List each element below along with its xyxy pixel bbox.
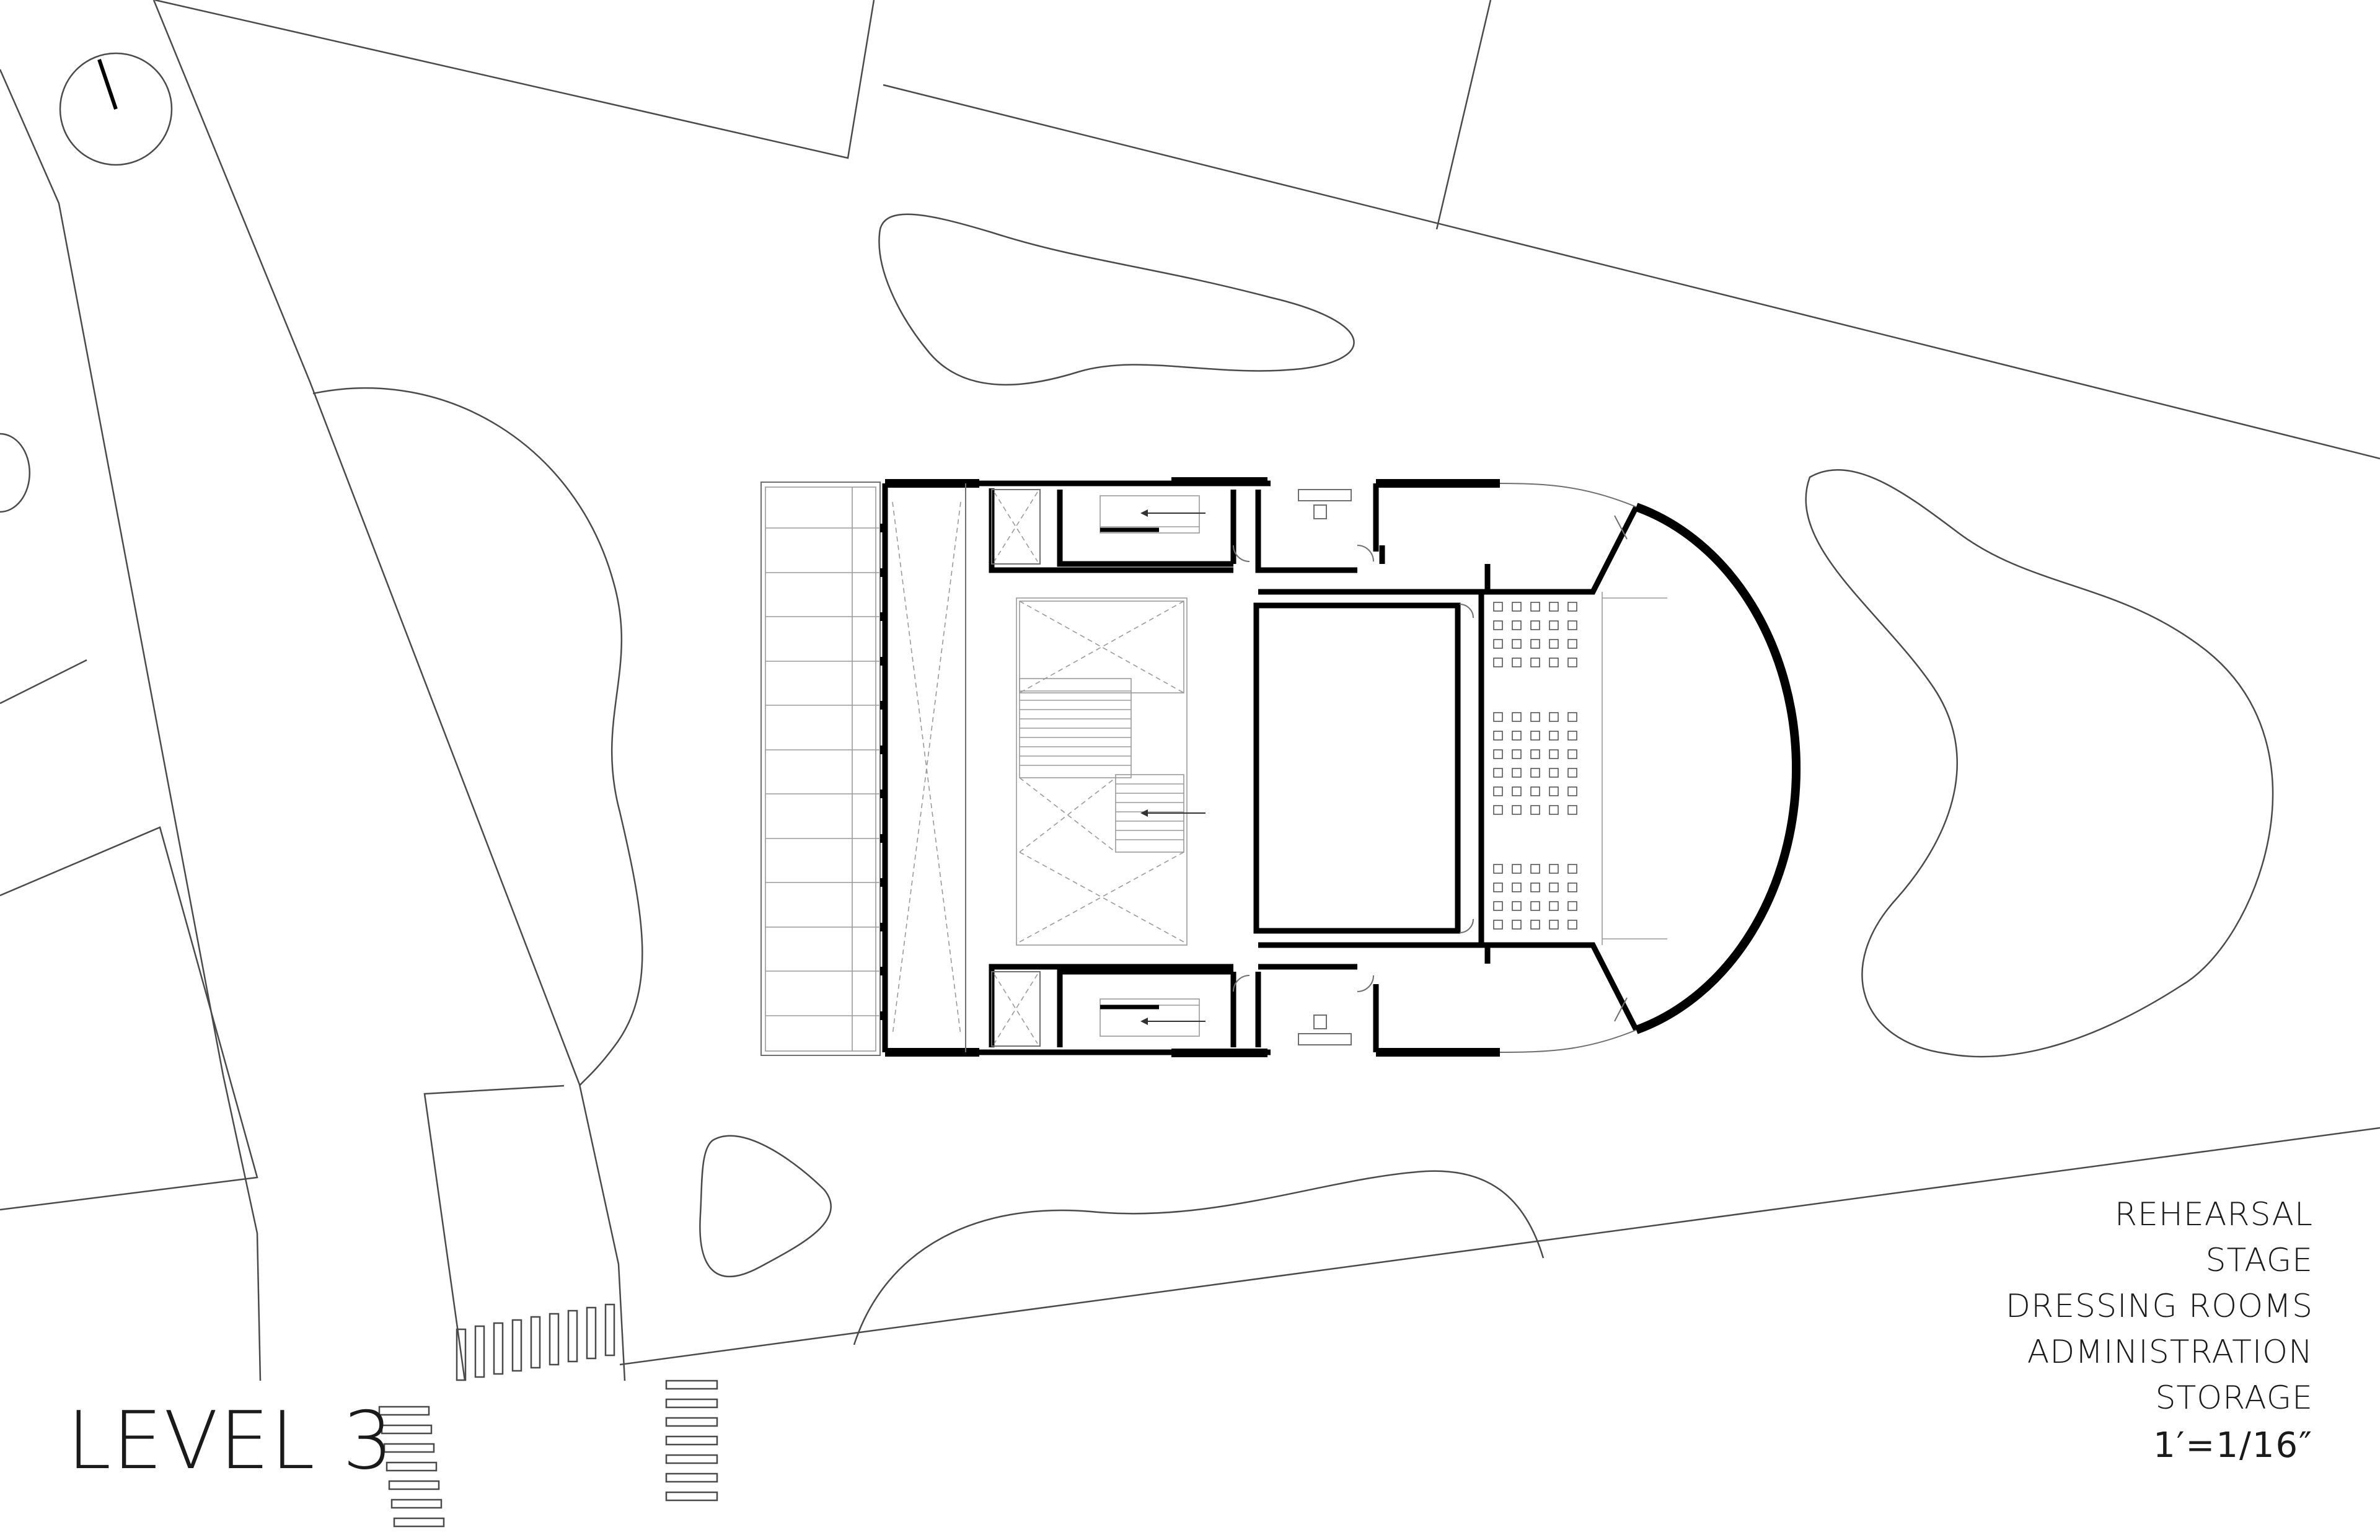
stair-north	[1100, 495, 1205, 534]
program-item-administration: ADMINISTRATION	[2027, 1334, 2313, 1371]
central-stair-core	[1016, 597, 1205, 946]
program-item-dressing-rooms: DRESSING ROOMS	[2006, 1288, 2313, 1325]
building-plan	[760, 477, 1801, 1057]
stair-south	[1100, 998, 1205, 1037]
crosswalk-left	[456, 1303, 615, 1381]
storage-void-marker	[892, 501, 961, 1036]
lot-line-top-diagonal	[883, 84, 2380, 460]
curved-east-wall	[1634, 503, 1801, 1034]
left-block	[0, 826, 258, 1211]
site-circle-fragment	[0, 433, 31, 513]
desk-north	[1298, 489, 1352, 519]
west-terrace-grid	[760, 482, 886, 1056]
road-edge-outer	[0, 69, 262, 1381]
landscape-curve-bottom	[853, 1170, 1545, 1345]
lot-line-bottom-diagonal	[619, 1127, 2380, 1366]
program-item-rehearsal: REHEARSAL	[2114, 1196, 2313, 1233]
elevator-north	[991, 489, 1041, 565]
north-arrow-icon	[59, 52, 173, 166]
landscape-shape-south	[699, 1135, 832, 1278]
seating-block-north	[1493, 602, 1577, 667]
seating-block-south	[1493, 864, 1577, 930]
program-list: REHEARSAL STAGE DRESSING ROOMS ADMINISTR…	[2006, 1192, 2313, 1421]
scale-label: 1′=1/16″	[2153, 1425, 2313, 1466]
landscape-shape-north	[878, 213, 1355, 386]
door-swings	[1233, 545, 1374, 992]
seating-block-center	[1493, 712, 1577, 815]
elevator-south	[991, 971, 1041, 1047]
program-item-stage: STAGE	[2205, 1242, 2313, 1279]
level-title: LEVEL 3	[67, 1395, 395, 1487]
landscape-curve-west	[312, 387, 643, 1086]
rehearsal-room-walls	[1253, 602, 1461, 934]
desk-south	[1298, 1014, 1352, 1045]
program-item-storage: STORAGE	[2155, 1379, 2313, 1417]
crosswalk-lower-left	[378, 1406, 445, 1528]
lot-line-top-left	[154, 0, 875, 159]
landscape-shape-east	[1805, 469, 2274, 1058]
crosswalk-lower-right	[665, 1379, 718, 1502]
road-edge-inner	[152, 0, 626, 1381]
